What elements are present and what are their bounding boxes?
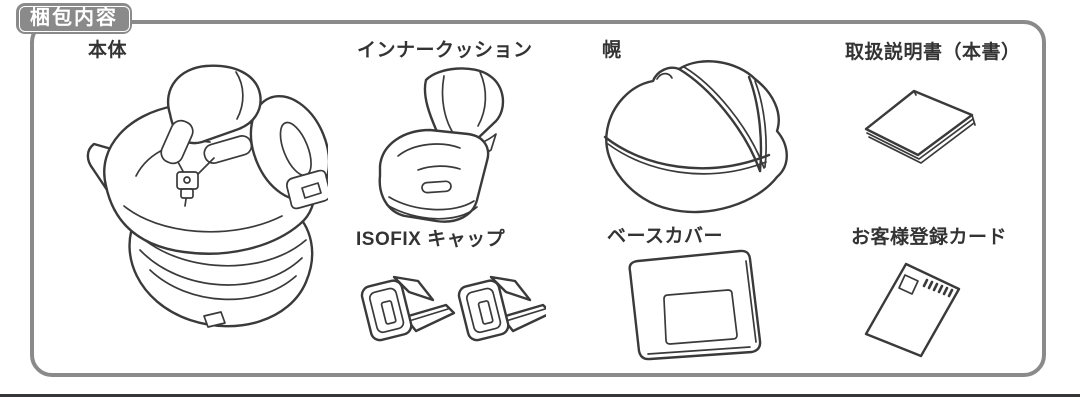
canopy-icon xyxy=(603,60,788,214)
item-label-base-cover: ベースカバー xyxy=(607,226,724,247)
item-label-isofix-caps: ISOFIX キャップ xyxy=(356,229,506,250)
inner-cushion-illustration xyxy=(374,64,514,229)
card-code-marks xyxy=(922,278,954,298)
item-label-registration-card: お客様登録カード xyxy=(851,227,1008,248)
isofix-caps-illustration xyxy=(360,271,546,349)
manual-booklet-illustration xyxy=(860,85,980,177)
car-seat-icon xyxy=(86,64,328,328)
item-label-inner-cushion: インナークッション xyxy=(357,40,533,61)
item-label-main-unit: 本体 xyxy=(88,40,128,61)
registration-card-illustration xyxy=(861,257,977,360)
canopy-illustration xyxy=(597,53,793,219)
item-label-manual: 取扱説明書（本書） xyxy=(845,42,1021,63)
inner-cushion-icon xyxy=(378,67,505,223)
isofix-cap-right xyxy=(457,275,546,342)
manual-booklet-icon xyxy=(864,89,976,164)
registration-card-icon xyxy=(864,262,961,358)
section-title: 梱包内容 xyxy=(30,7,118,29)
base-cover-illustration xyxy=(614,249,766,362)
page-bottom-rule xyxy=(0,394,1080,397)
item-label-canopy: 幌 xyxy=(602,40,622,61)
section-title-badge: 梱包内容 xyxy=(16,3,132,34)
isofix-cap-left xyxy=(360,275,456,342)
isofix-caps-icon xyxy=(360,275,546,342)
car-seat-illustration xyxy=(78,58,328,350)
base-cover-icon xyxy=(628,249,762,361)
